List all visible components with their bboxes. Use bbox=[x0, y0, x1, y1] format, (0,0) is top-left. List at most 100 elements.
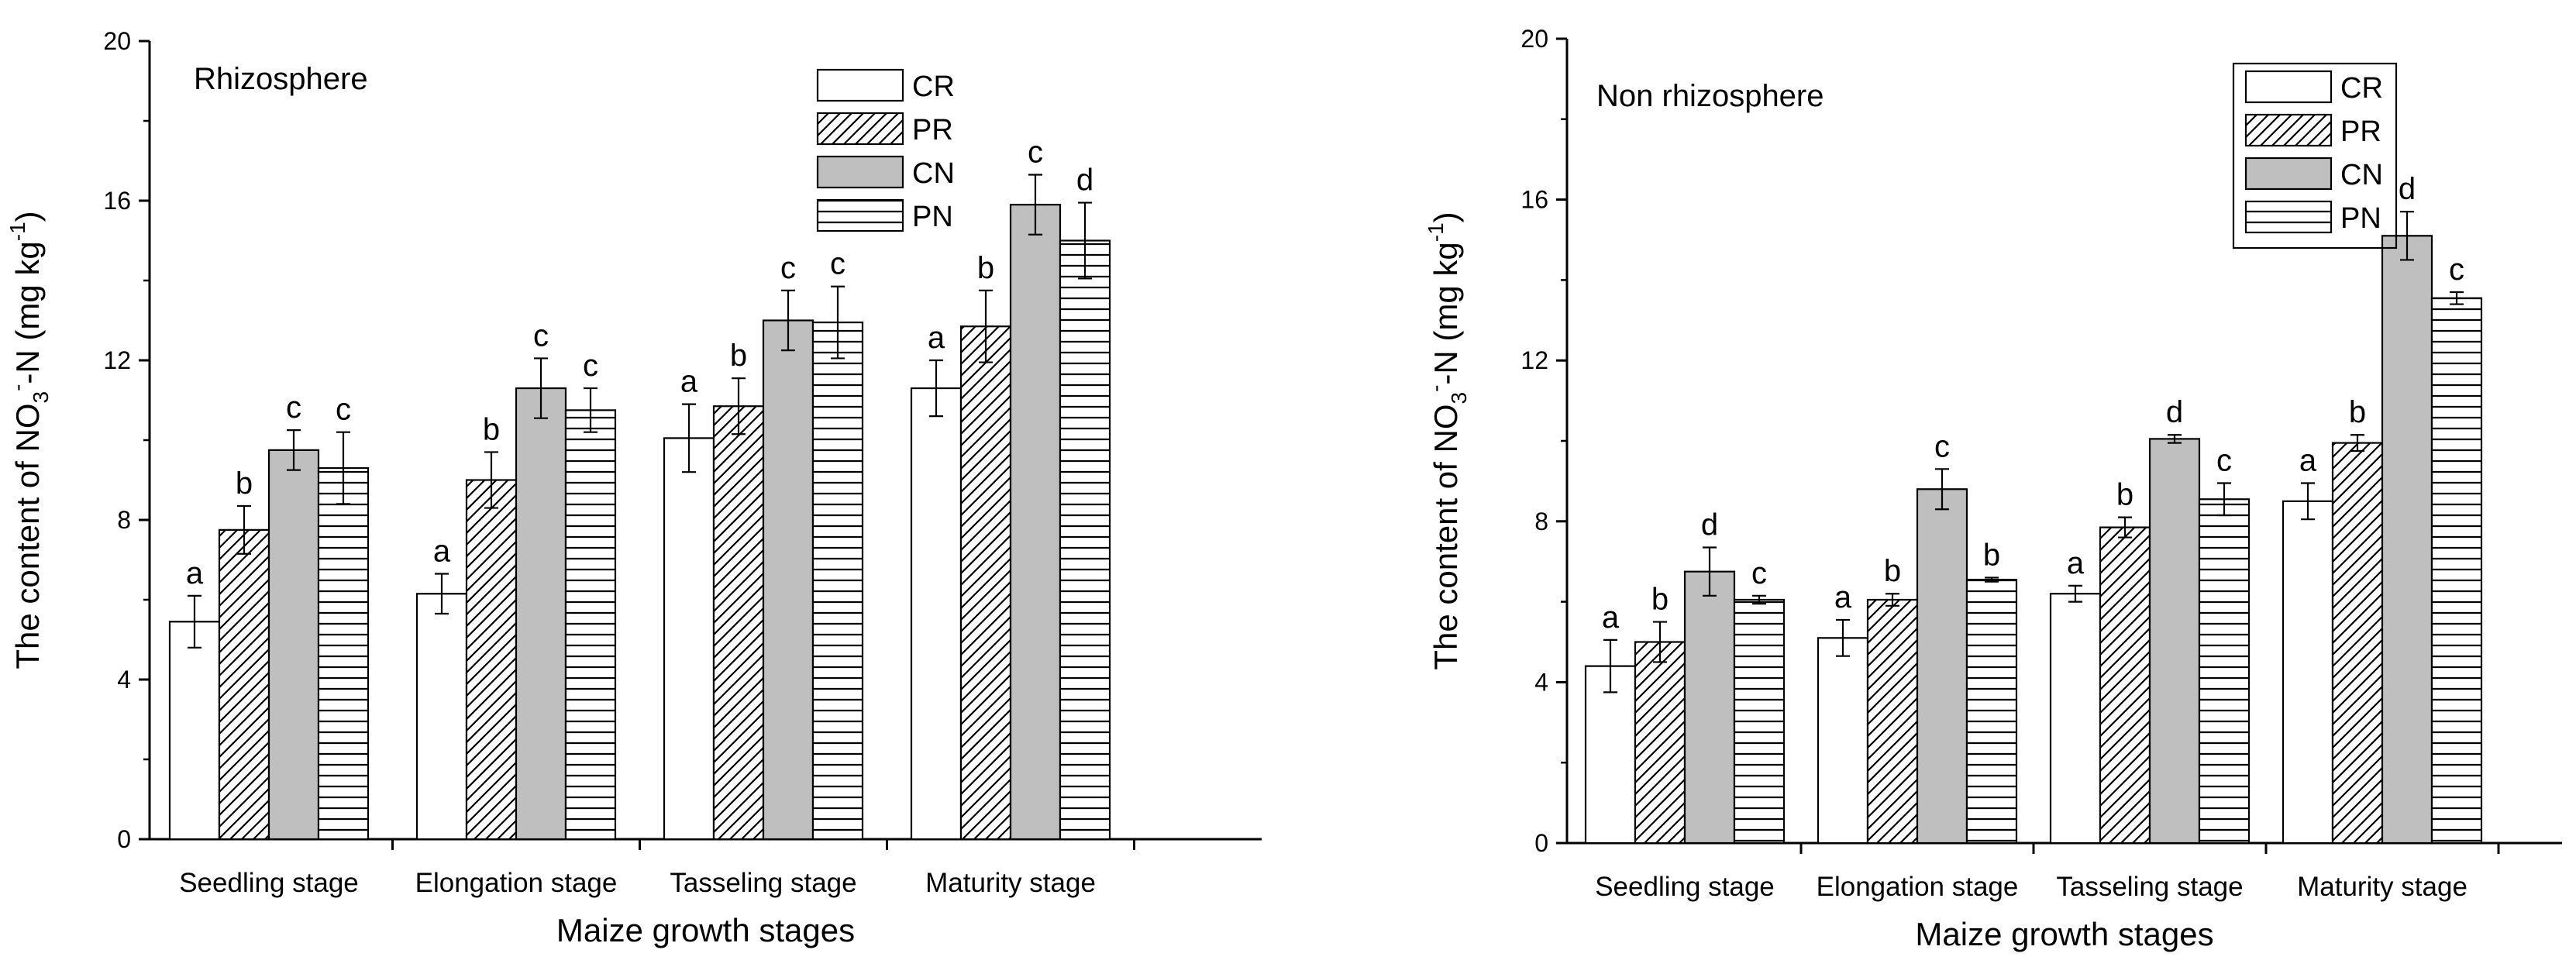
significance-label: c bbox=[830, 247, 845, 281]
legend-label-pn: PN bbox=[2340, 202, 2381, 235]
significance-label: b bbox=[977, 251, 994, 285]
bar-pn bbox=[564, 409, 617, 841]
bar-pn bbox=[1965, 578, 2018, 845]
significance-label: c bbox=[1028, 136, 1043, 170]
significance-label: a bbox=[2299, 443, 2317, 477]
bar-pn bbox=[1059, 239, 1111, 841]
significance-label: b bbox=[1884, 554, 1901, 588]
significance-label: a bbox=[2067, 546, 2085, 580]
bar-cr bbox=[910, 387, 963, 841]
significance-label: d bbox=[2166, 395, 2183, 429]
significance-label: b bbox=[483, 412, 500, 446]
legend-label-pr: PR bbox=[2340, 115, 2381, 148]
x-axis-title: Maize growth stages bbox=[556, 912, 855, 948]
y-tick-label: 20 bbox=[1520, 25, 1548, 53]
y-axis-title-part: The content of NO bbox=[9, 403, 46, 669]
significance-label: b bbox=[1983, 538, 2000, 572]
bar-cr bbox=[168, 621, 221, 841]
y-axis-title: The content of NO3--N (mg kg-1) bbox=[5, 211, 53, 669]
bar-cn bbox=[762, 319, 814, 841]
significance-label: c bbox=[583, 349, 598, 383]
bar-cn bbox=[1683, 570, 1736, 845]
bar-cr bbox=[1817, 637, 1869, 845]
y-axis-title-part: -1 bbox=[1424, 222, 1448, 242]
significance-label: b bbox=[2116, 478, 2133, 512]
y-tick-label: 12 bbox=[103, 346, 131, 374]
y-tick-label: 4 bbox=[117, 666, 131, 694]
bar-pn bbox=[811, 321, 864, 841]
bar-cr bbox=[2049, 593, 2102, 845]
panel-title: Rhizosphere bbox=[194, 62, 368, 96]
bar-pn bbox=[1733, 598, 1786, 845]
category-label: Elongation stage bbox=[1817, 872, 2019, 902]
legend-swatch-pn bbox=[816, 198, 904, 232]
legend-label-cn: CN bbox=[912, 157, 955, 190]
legend-label-cr: CR bbox=[2340, 72, 2383, 105]
category-label: Tasseling stage bbox=[2056, 872, 2243, 902]
y-axis-title-part: -N (mg kg bbox=[9, 241, 46, 384]
bar-pr bbox=[2331, 442, 2384, 845]
significance-label: c bbox=[1934, 429, 1950, 463]
bar-cr bbox=[2282, 500, 2334, 845]
bar-pr bbox=[1634, 641, 1686, 845]
y-axis-title-part: -1 bbox=[5, 222, 29, 241]
significance-label: a bbox=[1834, 580, 1852, 614]
legend-swatch-pr bbox=[816, 112, 904, 146]
category-label: Seedling stage bbox=[1595, 872, 1775, 902]
bar-pr bbox=[465, 479, 518, 841]
bar-cn bbox=[1009, 204, 1062, 841]
significance-label: a bbox=[680, 365, 698, 399]
legend-swatch-cn bbox=[2244, 157, 2333, 191]
legend-label-cn: CN bbox=[2340, 159, 2383, 191]
y-axis-title-part: - bbox=[1424, 385, 1448, 392]
y-tick-label: 8 bbox=[117, 506, 131, 534]
legend-swatch-cn bbox=[816, 155, 904, 189]
y-axis-title: The content of NO3--N (mg kg-1) bbox=[1424, 212, 1471, 669]
bar-cr bbox=[415, 593, 468, 841]
y-tick-label: 16 bbox=[1520, 186, 1548, 214]
y-axis-title-part: - bbox=[5, 384, 29, 391]
bar-cn bbox=[2148, 438, 2201, 845]
category-label: Tasseling stage bbox=[670, 868, 856, 898]
legend-swatch-pr bbox=[2244, 113, 2333, 147]
significance-label: b bbox=[1651, 583, 1669, 617]
x-axis-title: Maize growth stages bbox=[1915, 916, 2213, 952]
bar-cr bbox=[1584, 665, 1637, 845]
panel-title: Non rhizosphere bbox=[1596, 79, 1824, 113]
bar-pn bbox=[317, 466, 370, 841]
y-tick-label: 20 bbox=[103, 27, 131, 55]
bar-cr bbox=[663, 437, 715, 841]
bar-pr bbox=[959, 325, 1012, 841]
bar-pr bbox=[218, 528, 270, 841]
legend-label-pr: PR bbox=[912, 114, 953, 146]
category-label: Maturity stage bbox=[2297, 872, 2468, 902]
significance-label: a bbox=[186, 556, 204, 590]
significance-label: a bbox=[433, 535, 451, 569]
significance-label: c bbox=[2216, 443, 2232, 477]
significance-label: c bbox=[2449, 253, 2464, 287]
significance-label: c bbox=[533, 318, 549, 353]
bar-pr bbox=[1866, 598, 1919, 845]
legend-frame bbox=[2232, 62, 2398, 250]
legend-swatch-pn bbox=[2244, 200, 2333, 234]
significance-label: a bbox=[928, 321, 945, 355]
category-label: Elongation stage bbox=[415, 868, 618, 898]
legend-label-pn: PN bbox=[912, 201, 953, 233]
significance-label: b bbox=[2349, 395, 2366, 429]
y-tick-label: 12 bbox=[1520, 346, 1548, 374]
y-tick-label: 4 bbox=[1534, 668, 1548, 696]
y-tick-label: 8 bbox=[1534, 508, 1548, 535]
bar-cn bbox=[1916, 488, 1968, 845]
y-tick-label: 16 bbox=[103, 187, 131, 215]
significance-label: d bbox=[1076, 163, 1093, 198]
significance-label: d bbox=[2399, 172, 2416, 206]
y-axis-title-part: 3 bbox=[29, 391, 53, 404]
bar-pn bbox=[2198, 498, 2251, 845]
bar-pr bbox=[2099, 526, 2151, 845]
bar-cn bbox=[515, 387, 567, 841]
y-axis-title-part: ) bbox=[1427, 212, 1464, 222]
bar-cn bbox=[267, 449, 320, 841]
bar-cn bbox=[2381, 235, 2433, 845]
